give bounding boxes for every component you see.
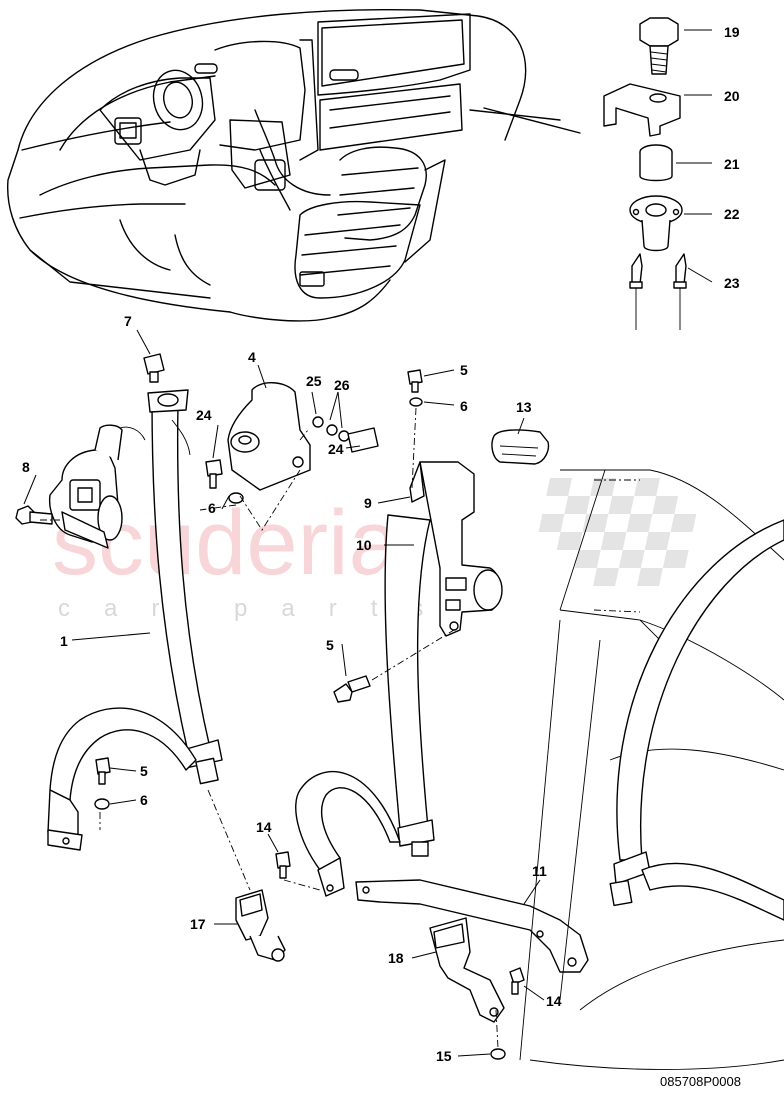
callout-18: 18 bbox=[388, 950, 404, 966]
callout-11: 11 bbox=[532, 863, 547, 879]
callout-labels: 19 20 21 22 23 7 4 25 26 24 24 5 6 13 8 … bbox=[22, 24, 740, 1064]
callout-19: 19 bbox=[724, 24, 740, 40]
callout-5-low: 5 bbox=[140, 763, 148, 779]
callout-14-left: 14 bbox=[256, 819, 272, 835]
callout-4: 4 bbox=[248, 349, 256, 365]
callout-20: 20 bbox=[724, 88, 740, 104]
leader-lines bbox=[23, 29, 713, 1057]
callout-23: 23 bbox=[724, 275, 740, 291]
front-left-seat-belt bbox=[15, 353, 379, 851]
callout-17: 17 bbox=[190, 916, 206, 932]
callout-15: 15 bbox=[436, 1048, 452, 1064]
rear-buckle-assembly bbox=[429, 917, 525, 1060]
callout-22: 22 bbox=[724, 206, 740, 222]
callout-8: 8 bbox=[22, 459, 30, 475]
callout-13: 13 bbox=[516, 399, 532, 415]
callout-6-top: 6 bbox=[460, 398, 468, 414]
callout-5-mid: 5 bbox=[326, 637, 334, 653]
checkered-flag-icon bbox=[538, 478, 697, 586]
callout-1: 1 bbox=[60, 633, 68, 649]
callout-24-left: 24 bbox=[196, 407, 212, 423]
callout-5-top: 5 bbox=[460, 362, 468, 378]
rear-seat-belt-retractor bbox=[295, 369, 589, 973]
callout-26: 26 bbox=[334, 377, 350, 393]
callout-24-right: 24 bbox=[328, 441, 344, 457]
callout-6-low: 6 bbox=[140, 792, 148, 808]
front-buckle-assembly bbox=[235, 851, 291, 962]
callout-7: 7 bbox=[124, 313, 132, 329]
watermark-tagline: car parts bbox=[58, 595, 457, 622]
callout-9: 9 bbox=[364, 495, 372, 511]
callout-14-right: 14 bbox=[546, 993, 562, 1009]
car-interior-overview bbox=[7, 8, 581, 322]
callout-10: 10 bbox=[356, 537, 372, 553]
callout-6-mid: 6 bbox=[208, 500, 216, 516]
fixing-hardware-set bbox=[603, 17, 687, 330]
callout-25: 25 bbox=[306, 373, 322, 389]
watermark: scuderia car parts bbox=[52, 478, 697, 622]
rear-seat-outline bbox=[519, 469, 784, 1070]
drawing-reference: 085708P0008 bbox=[660, 1074, 741, 1089]
callout-21: 21 bbox=[724, 156, 740, 172]
